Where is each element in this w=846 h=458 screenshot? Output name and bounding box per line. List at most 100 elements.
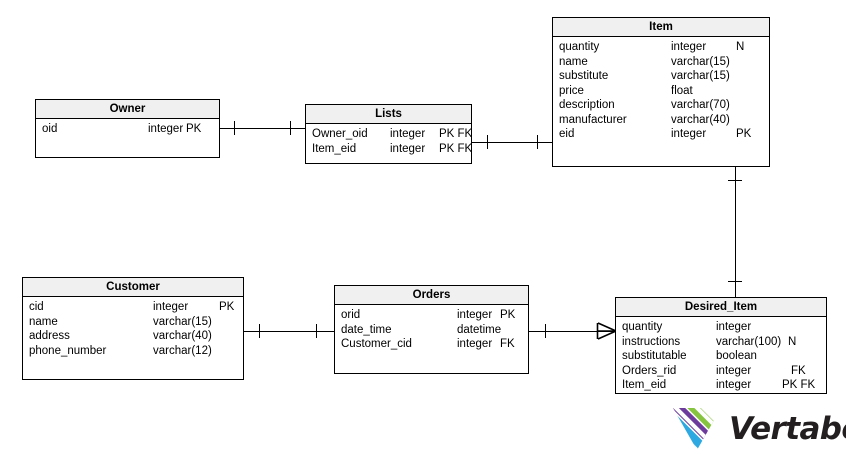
attribute-row: Orders_rid integer FK [616, 365, 826, 380]
attribute-type: integer [390, 128, 426, 140]
attribute-type: integer [390, 142, 426, 155]
attribute-name: date_time [341, 323, 392, 336]
entity-title-item: Item [553, 18, 769, 37]
attribute-name: description [559, 99, 615, 111]
entity-lists[interactable]: Lists Owner_oid integer PK FK Item_eid i… [305, 104, 472, 164]
relationship-line-item-desired-item [735, 167, 736, 297]
entity-title-desired-item: Desired_Item [616, 298, 826, 317]
attribute-name: cid [29, 301, 44, 313]
attribute-type: integer [148, 123, 184, 135]
attribute-row: phone_number varchar(12) [23, 345, 243, 360]
attribute-row: quantity integer [616, 321, 826, 336]
attribute-type: varchar(40) [153, 330, 212, 342]
attribute-row: Item_eid integer PK FK [616, 379, 826, 394]
cardinality-tick-item-left [537, 135, 538, 149]
attribute-name: Item_eid [622, 379, 667, 391]
attribute-key: N [788, 335, 797, 348]
relationship-line-customer-orders [244, 331, 334, 332]
attribute-type: integer [716, 379, 752, 391]
entity-title-owner: Owner [36, 100, 219, 119]
attribute-name: price [559, 84, 584, 97]
attribute-name: name [559, 55, 588, 68]
attribute-type: varchar(40) [671, 113, 730, 126]
attribute-type: integer [671, 41, 707, 53]
attribute-list-desired-item: quantity integer instructions varchar(10… [616, 317, 826, 394]
attribute-name: quantity [622, 321, 663, 333]
vertabelo-logo-mark [673, 408, 721, 450]
entity-desired-item[interactable]: Desired_Item quantity integer instructio… [615, 297, 827, 394]
attribute-type: integer [457, 309, 493, 321]
cardinality-tick-lists-right [487, 135, 488, 149]
attribute-name: Owner_oid [312, 128, 368, 140]
entity-title-customer: Customer [23, 278, 243, 297]
entity-owner[interactable]: Owner oid integer PK [35, 99, 220, 158]
attribute-row: manufacturer varchar(40) [553, 114, 769, 129]
attribute-row: oid integer PK [36, 123, 219, 138]
attribute-type: varchar(15) [153, 315, 212, 328]
attribute-name: eid [559, 128, 575, 140]
attribute-row: cid integer PK [23, 301, 243, 316]
attribute-row: substitutable boolean [616, 350, 826, 365]
attribute-name: Item_eid [312, 142, 357, 155]
attribute-type: varchar(70) [671, 99, 730, 111]
entity-orders[interactable]: Orders orid integer PK date_time datetim… [334, 285, 529, 374]
attribute-key: PK [219, 301, 235, 313]
attribute-name: Orders_rid [622, 364, 677, 377]
attribute-row: Customer_cid integer FK [335, 338, 528, 353]
entity-customer[interactable]: Customer cid integer PK name varchar(15)… [22, 277, 244, 380]
cardinality-tick-desired-item-top [728, 281, 742, 282]
attribute-row: instructions varchar(100) N [616, 336, 826, 351]
attribute-name: name [29, 315, 58, 328]
entity-title-lists: Lists [306, 105, 471, 124]
attribute-type: datetime [457, 323, 502, 336]
attribute-key: PK [500, 309, 516, 321]
attribute-type: varchar(15) [671, 55, 730, 68]
attribute-key: FK [500, 338, 515, 350]
cardinality-tick-item-bottom [728, 180, 742, 181]
attribute-name: instructions [622, 335, 681, 348]
attribute-row: substitute varchar(15) [553, 70, 769, 85]
cardinality-tick-owner-side [234, 121, 235, 135]
attribute-type: integer [153, 301, 189, 313]
attribute-name: substitute [559, 70, 609, 82]
attribute-type: float [671, 84, 693, 97]
attribute-type: integer [716, 364, 752, 377]
attribute-list-orders: orid integer PK date_time datetime Custo… [335, 305, 528, 353]
vertabelo-logo: Vertabelo [672, 407, 846, 451]
attribute-key: FK [791, 364, 806, 377]
attribute-row: name varchar(15) [23, 316, 243, 331]
attribute-row: description varchar(70) [553, 99, 769, 114]
attribute-list-customer: cid integer PK name varchar(15) address … [23, 297, 243, 359]
entity-item[interactable]: Item quantity integer N name varchar(15)… [552, 17, 770, 167]
attribute-key: PK FK [439, 142, 473, 155]
attribute-list-owner: oid integer PK [36, 119, 219, 138]
attribute-type: integer [457, 338, 493, 350]
vertabelo-logo-text: Vertabelo [729, 411, 846, 447]
attribute-name: quantity [559, 41, 600, 53]
attribute-type: varchar(15) [671, 70, 730, 82]
attribute-row: eid integer PK [553, 128, 769, 143]
attribute-key: PK FK [782, 379, 816, 391]
attribute-key: PK [186, 123, 202, 135]
attribute-type: boolean [716, 350, 757, 362]
attribute-name: orid [341, 309, 361, 321]
attribute-row: Owner_oid integer PK FK [306, 128, 472, 143]
attribute-row: name varchar(15) [553, 56, 769, 71]
entity-title-orders: Orders [335, 286, 528, 305]
relationship-line-orders-desired-item [529, 331, 615, 332]
cardinality-tick-orders-right [545, 324, 546, 338]
attribute-list-lists: Owner_oid integer PK FK Item_eid integer… [306, 124, 473, 157]
attribute-name: Customer_cid [341, 338, 412, 350]
attribute-type: integer [671, 128, 707, 140]
attribute-row: orid integer PK [335, 309, 528, 324]
attribute-name: phone_number [29, 344, 107, 357]
relationship-line-lists-item [472, 142, 552, 143]
attribute-row: price float [553, 85, 769, 100]
attribute-row: quantity integer N [553, 41, 769, 56]
attribute-name: address [29, 330, 70, 342]
relationship-line-owner-lists [220, 128, 305, 129]
attribute-type: varchar(12) [153, 344, 212, 357]
attribute-type: integer [716, 321, 752, 333]
attribute-name: manufacturer [559, 113, 627, 126]
